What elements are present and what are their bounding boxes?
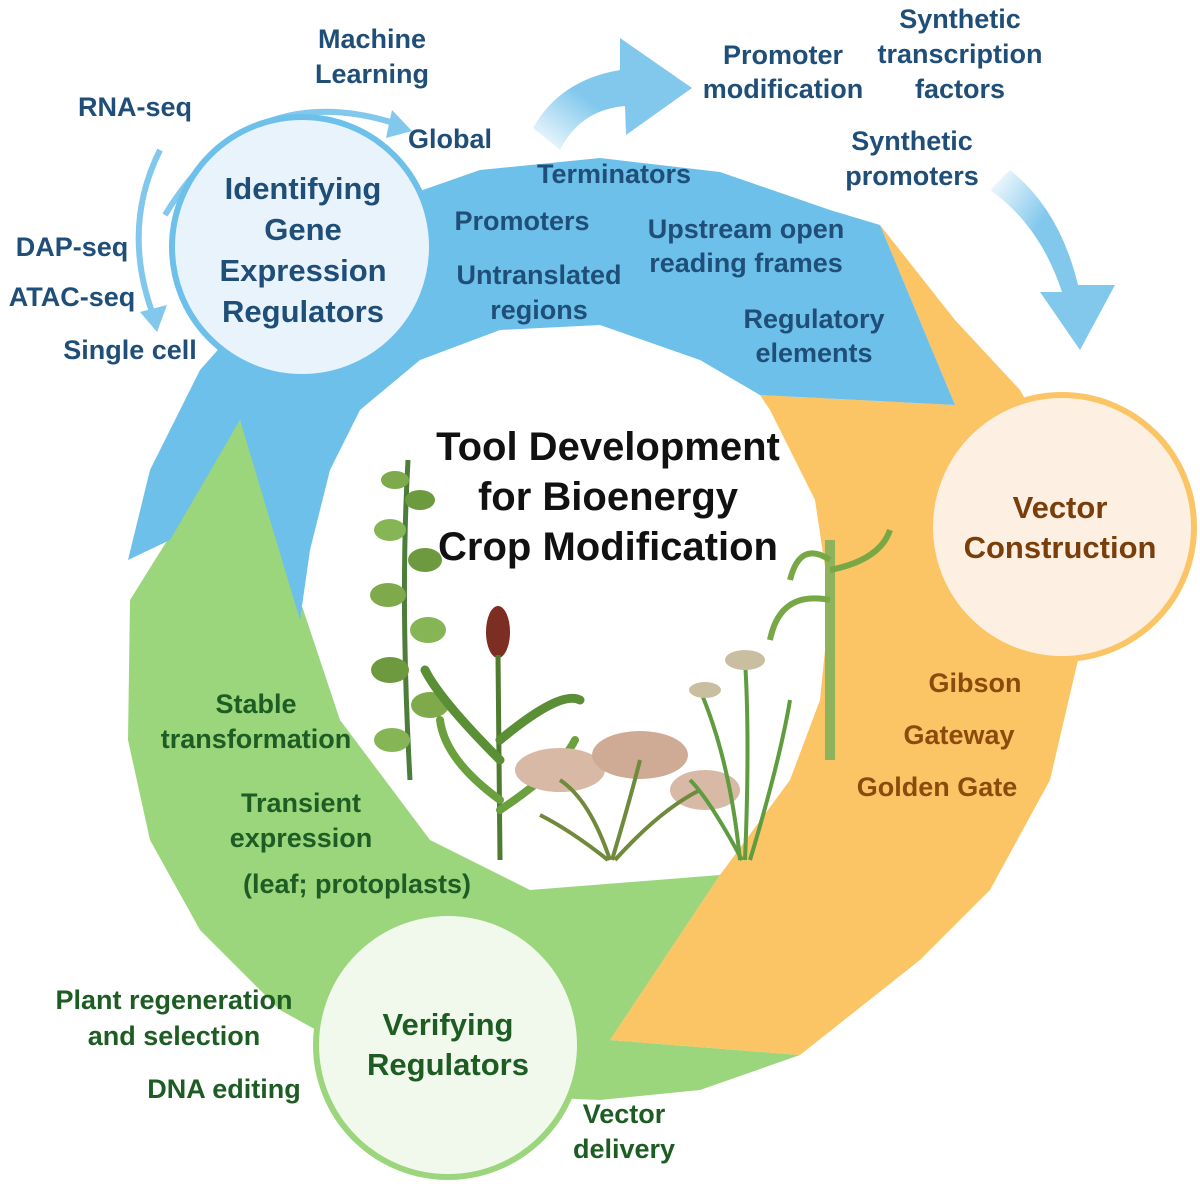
title-line-2: for Bioenergy <box>478 475 739 519</box>
synthetic-promoters-line-2: promoters <box>845 161 979 191</box>
regulator-untranslated-line-2: regions <box>490 295 588 325</box>
verification-stable-line-2: transformation <box>161 724 352 754</box>
verification-stable-line-1: Stable <box>215 689 296 719</box>
hub-vector <box>927 392 1197 662</box>
verification-dna-editing: DNA editing <box>147 1074 300 1104</box>
method-atac-seq: ATAC-seq <box>9 282 136 312</box>
hub-identify <box>169 114 435 380</box>
switchgrass-icon <box>688 650 792 861</box>
hub-vector-line-2: Construction <box>964 530 1157 565</box>
arc-arrowhead-left <box>140 305 167 332</box>
synthetic-flow-arrow-right <box>990 170 1115 350</box>
hub-identify-line-2: Gene <box>264 212 342 247</box>
hub-identify-line-1: Identifying <box>225 171 382 206</box>
synthetic-promoter-mod-line-2: modification <box>703 74 864 104</box>
synthetic-promoter-mod-line-1: Promoter <box>723 40 844 70</box>
verification-transient-line-1: Transient <box>241 788 361 818</box>
synthetic-promoters-line-1: Synthetic <box>851 126 973 156</box>
assembly-gibson: Gibson <box>929 668 1022 698</box>
verification-transient-line-2: expression <box>230 823 373 853</box>
method-single-cell: Single cell <box>63 335 197 365</box>
synthetic-tf-line-2: transcription <box>877 39 1042 69</box>
poplar-plant-icon <box>370 459 449 781</box>
hub-verify-line-1: Verifying <box>383 1007 514 1042</box>
verification-regeneration-line-2: and selection <box>88 1021 261 1051</box>
verification-vector-delivery-line-2: delivery <box>573 1134 675 1164</box>
sugarcane-plant-icon <box>767 528 893 760</box>
hub-verify-line-2: Regulators <box>367 1047 529 1082</box>
regulator-elements-line-2: elements <box>755 338 872 368</box>
synthetic-flow-arrow-top <box>533 38 692 150</box>
synthetic-tf-line-1: Synthetic <box>899 4 1021 34</box>
method-machine-learning-line-2: Learning <box>315 59 429 89</box>
method-rna-seq: RNA-seq <box>78 92 192 122</box>
assembly-gateway: Gateway <box>903 720 1014 750</box>
hub-identify-line-4: Regulators <box>222 294 384 329</box>
verification-transient-line-3: (leaf; protoplasts) <box>243 869 471 899</box>
regulator-untranslated-line-1: Untranslated <box>456 260 621 290</box>
regulator-uorfs-line-1: Upstream open <box>648 214 845 244</box>
method-dap-seq: DAP-seq <box>16 232 129 262</box>
plant-illustrations <box>370 459 893 862</box>
hub-verify <box>313 910 583 1180</box>
verification-vector-delivery-line-1: Vector <box>583 1099 666 1129</box>
regulator-promoters: Promoters <box>454 206 589 236</box>
arc-arrowhead-top <box>386 110 412 138</box>
miscanthus-grass-icon <box>515 731 740 862</box>
title-line-1: Tool Development <box>436 425 780 469</box>
synthetic-tf-line-3: factors <box>915 74 1005 104</box>
verification-regeneration-line-1: Plant regeneration <box>55 985 292 1015</box>
regulator-elements-line-1: Regulatory <box>743 304 884 334</box>
regulator-uorfs-line-2: reading frames <box>649 248 843 278</box>
method-global: Global <box>408 124 492 154</box>
assembly-golden-gate: Golden Gate <box>857 772 1018 802</box>
method-machine-learning-line-1: Machine <box>318 24 426 54</box>
hub-identify-line-3: Expression <box>219 253 386 288</box>
ring-segment-vector <box>610 225 1080 1055</box>
arc-arrow-left <box>135 148 163 322</box>
title-line-3: Crop Modification <box>438 525 778 569</box>
hub-vector-line-1: Vector <box>1013 490 1108 525</box>
regulator-terminators: Terminators <box>537 159 691 189</box>
